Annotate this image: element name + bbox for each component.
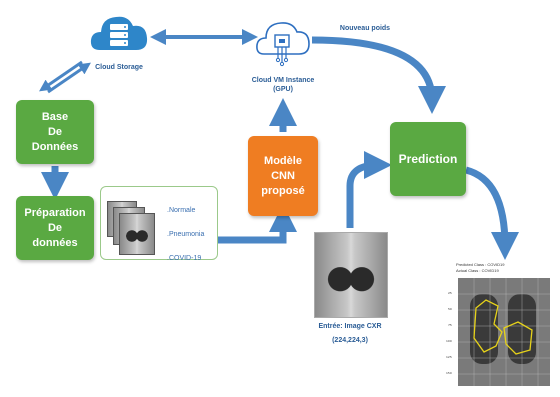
preparation-line-1: Préparation xyxy=(24,206,86,219)
model-line-1: Modèle xyxy=(264,154,302,167)
result-panel: Predicted Class : COVID19 Actual Class :… xyxy=(446,262,554,392)
prediction-label: Prediction xyxy=(398,152,458,166)
preparation-line-3: données xyxy=(32,236,78,249)
class-covid: .COVID-19 xyxy=(167,255,202,262)
prediction-box: Prediction xyxy=(390,122,466,196)
arrow-prediction-result xyxy=(464,166,519,260)
model-box: Modèle CNN proposé xyxy=(248,136,318,216)
cloud-storage-label: Cloud Storage xyxy=(95,64,143,71)
new-weights-label: Nouveau poids xyxy=(339,25,391,32)
input-shape: (224,224,3) xyxy=(332,337,368,344)
database-line-3: Données xyxy=(31,140,79,153)
database-line-1: Base xyxy=(41,110,69,123)
input-label: Entrée: Image CXR xyxy=(318,323,382,330)
svg-text:25: 25 xyxy=(448,291,452,295)
xray-thumbnail xyxy=(119,213,155,255)
svg-text:150: 150 xyxy=(446,371,452,375)
arrow-data-model xyxy=(218,204,297,244)
actual-class: Actual Class : COVID19 xyxy=(456,268,499,273)
dataset-box: .Normale .Pneumonia .COVID-19 xyxy=(100,186,218,262)
input-cxr-image xyxy=(314,232,388,318)
arrow-storage-db-1 xyxy=(39,60,83,92)
svg-text:125: 125 xyxy=(446,355,452,359)
class-normale: .Normale xyxy=(167,207,196,214)
model-line-2: CNN xyxy=(271,169,295,182)
model-line-3: proposé xyxy=(261,184,305,197)
svg-text:75: 75 xyxy=(448,323,452,327)
database-line-2: De xyxy=(47,125,63,138)
arrow-vm-prediction xyxy=(311,36,446,114)
svg-text:50: 50 xyxy=(448,307,452,311)
preparation-box: Préparation De données xyxy=(16,196,94,260)
cloud-storage-icon xyxy=(90,16,148,50)
svg-text:100: 100 xyxy=(446,339,452,343)
arrow-storage-db-2 xyxy=(47,62,91,94)
class-pneumonia: .Pneumonia xyxy=(167,231,205,238)
database-box: Base De Données xyxy=(16,100,94,164)
cloud-vm-label: Cloud VM Instance (GPU) xyxy=(251,77,315,93)
preparation-line-2: De xyxy=(47,221,63,234)
predicted-class: Predicted Class : COVID19 xyxy=(456,262,505,267)
cloud-chip-icon xyxy=(256,22,310,67)
arrow-input-prediction xyxy=(346,151,392,228)
heatmap-overlay: 25 50 75 100 125 150 xyxy=(446,278,550,386)
